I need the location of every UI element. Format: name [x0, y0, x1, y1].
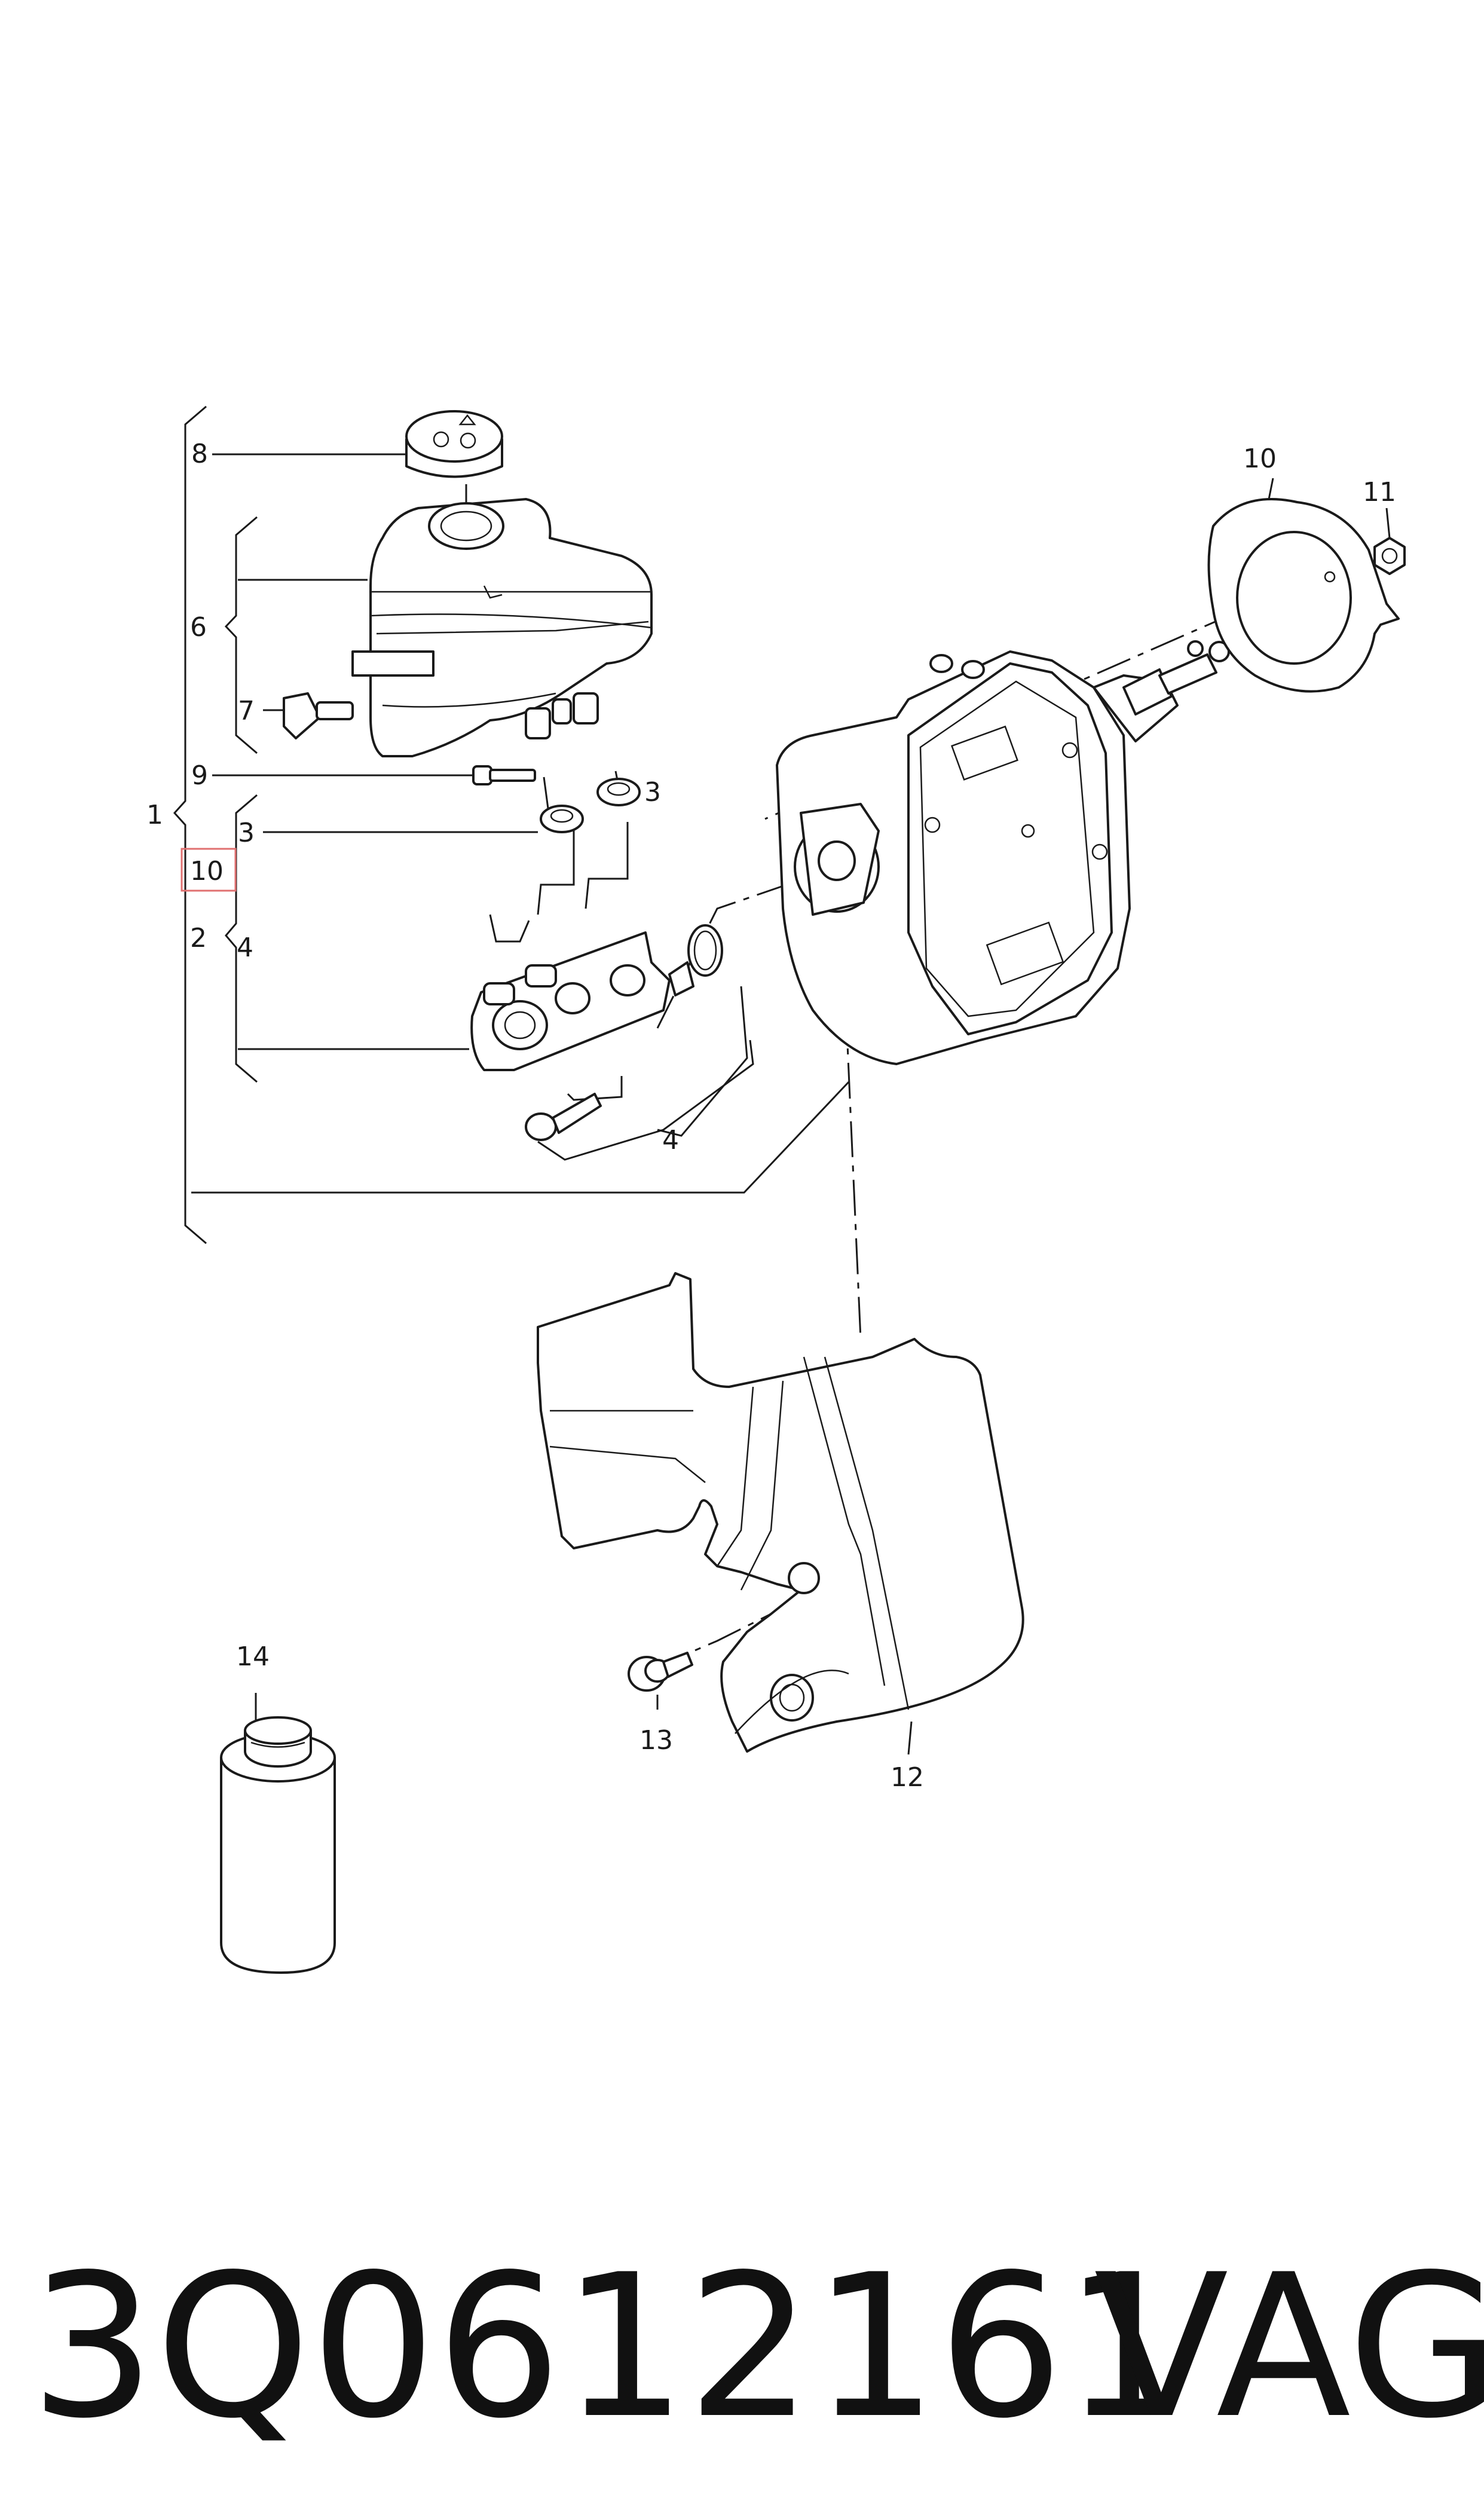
callout-11: 11	[1363, 477, 1396, 508]
part-number: 3Q0612161	[30, 2232, 1189, 2462]
callout-13: 13	[640, 1725, 673, 1756]
callout-9: 9	[191, 760, 208, 791]
callout-6: 6	[190, 612, 207, 643]
callout-4a: 4	[237, 933, 253, 963]
gasket-plate-10	[1207, 498, 1400, 693]
highlight-box-10	[180, 848, 237, 892]
callout-1: 1	[146, 800, 163, 830]
callout-labels: 1 2 3 3 4 4 6 7 8 9 10 10 11 12 13 14	[146, 439, 1396, 1793]
fluid-reservoir-6	[351, 498, 653, 757]
seal-3b	[540, 805, 584, 833]
callout-3b: 3	[238, 818, 255, 848]
callout-12: 12	[891, 1762, 924, 1793]
master-cylinder-2	[470, 931, 694, 1071]
nut-11	[1373, 537, 1406, 575]
bolt-4	[525, 1093, 602, 1141]
brake-booster-1	[776, 650, 1179, 1065]
callout-4b: 4	[662, 1125, 679, 1155]
bolt-9	[472, 765, 536, 785]
leader-lines	[212, 453, 1391, 1755]
callout-3a: 3	[644, 777, 661, 808]
brand-name: VAG	[1094, 2232, 1484, 2462]
bracket-12	[537, 1272, 1024, 1753]
callout-7: 7	[238, 696, 255, 726]
push-rod	[1122, 640, 1230, 716]
callout-10-box: 10	[190, 856, 224, 886]
group-bracket-2	[225, 794, 469, 1083]
callout-8: 8	[191, 439, 208, 469]
group-bracket-6	[224, 516, 368, 754]
brake-fluid-bottle-14	[220, 1716, 336, 1974]
callout-10: 10	[1243, 444, 1277, 474]
seal-3a	[596, 778, 641, 806]
level-sensor-7	[283, 692, 354, 739]
callout-14: 14	[236, 1641, 270, 1672]
o-ring-4	[687, 924, 723, 977]
group-bracket-1	[173, 405, 850, 1245]
reservoir-cap-8	[405, 410, 503, 478]
callout-2: 2	[190, 923, 207, 953]
bolt-13	[628, 1652, 693, 1692]
